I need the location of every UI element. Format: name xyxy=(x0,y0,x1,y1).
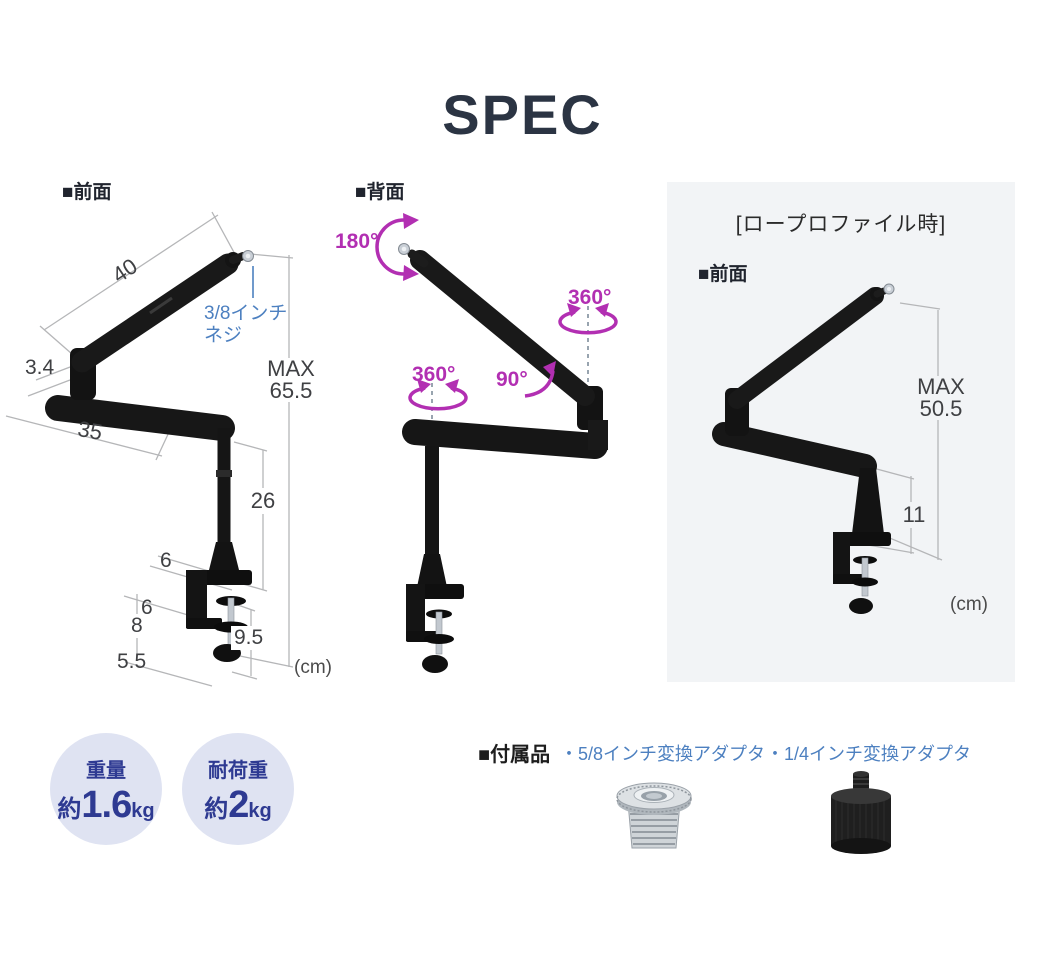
front-view-diagram xyxy=(5,211,294,687)
weight-value: 1.6 xyxy=(81,784,132,826)
front-arm-illustration xyxy=(45,250,254,662)
dim-screw-length: 9.5 xyxy=(231,626,267,650)
arm-swivel-arrow-360 xyxy=(558,310,618,335)
back-arm-illustration xyxy=(398,243,608,673)
front-unit-note: (cm) xyxy=(294,657,332,678)
angle-base-swivel: 360° xyxy=(412,363,456,386)
low-profile-diagram xyxy=(712,283,943,614)
dim-clamp-side: 8 xyxy=(128,614,146,638)
adapter-5-8-image xyxy=(616,782,692,849)
low-profile-front-label: ■前面 xyxy=(698,264,748,285)
front-dimension-lines xyxy=(5,211,294,687)
dim-joint: 3.4 xyxy=(25,356,55,379)
dim-pole: 26 xyxy=(245,488,281,514)
accessory-item-1-4-adapter: ・1/4インチ変換アダプタ xyxy=(766,744,972,764)
front-view-label: ■前面 xyxy=(62,182,112,203)
page-title: SPEC xyxy=(442,83,603,146)
weight-badge-label: 重量 xyxy=(86,760,126,782)
low-profile-panel xyxy=(667,182,1015,682)
accessories-label: ■付属品 xyxy=(478,744,551,766)
back-view-diagram xyxy=(375,213,618,673)
arrowheads xyxy=(403,213,609,393)
accessory-item-5-8-adapter: ・5/8インチ変換アダプタ xyxy=(560,744,766,764)
angle-arm-swivel: 360° xyxy=(568,286,612,309)
dim-low-profile-riser: 11 xyxy=(896,502,932,528)
load-capacity-badge-label: 耐荷重 xyxy=(208,760,268,782)
dim-clamp-mid: 6 xyxy=(141,596,153,619)
low-profile-unit-note: (cm) xyxy=(950,594,988,615)
base-swivel-arrow-360 xyxy=(408,386,468,411)
dim-low-profile-max: MAX 50.5 xyxy=(906,376,976,420)
screw-note: 3/8インチ ネジ xyxy=(204,303,288,347)
low-profile-arm-illustration xyxy=(712,283,895,614)
dim-clamp-bottom: 5.5 xyxy=(117,650,147,673)
angle-elbow-bend: 90° xyxy=(496,368,528,391)
dim-clamp-top: 6 xyxy=(160,549,172,572)
low-profile-title: [ロープロファイル時] xyxy=(735,213,947,236)
back-view-label: ■背面 xyxy=(355,182,405,203)
tilt-arrow-180 xyxy=(375,218,405,276)
adapter-1-4-image xyxy=(831,771,891,854)
load-capacity-value: 2 xyxy=(228,784,249,826)
angle-mic-tilt: 180° xyxy=(335,230,379,253)
dim-max-height: MAX 65.5 xyxy=(256,358,326,402)
